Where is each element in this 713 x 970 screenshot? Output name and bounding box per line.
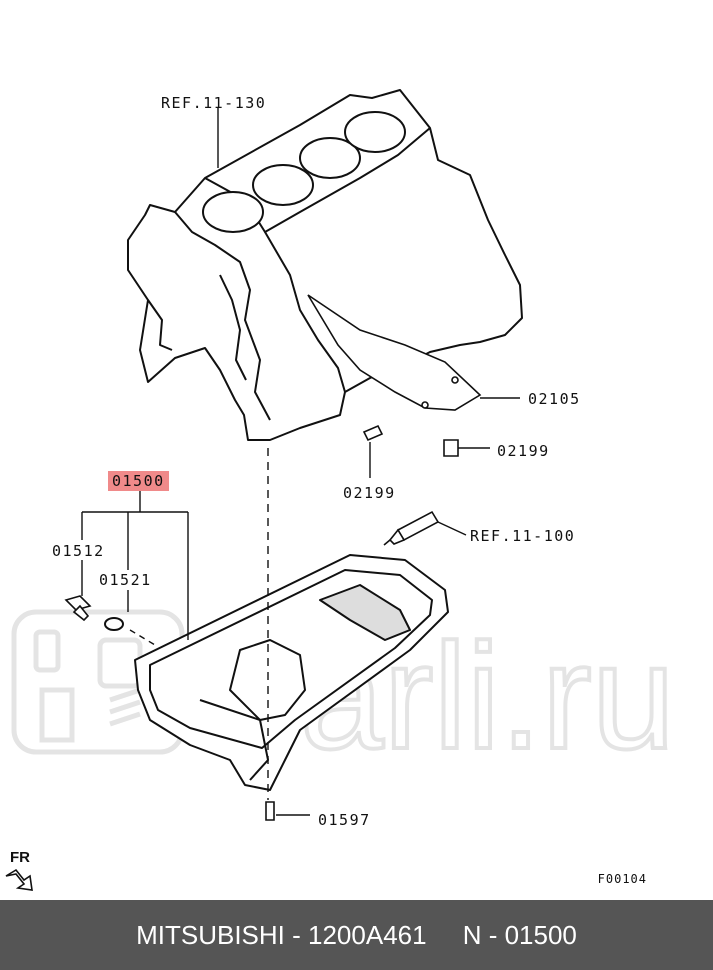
fr-label: FR [10,849,30,866]
part-label-01521[interactable]: 01521 [99,571,152,589]
sealant-tube [383,510,440,546]
footer-part-number: 1200A461 [308,919,427,950]
footer-bar: MITSUBISHI - 1200A461 N - 01500 [0,900,713,970]
footer-sep-1: - [284,919,309,950]
part-label-02199-bottom[interactable]: 02199 [343,484,396,502]
ref-label-sealant: REF.11-100 [470,527,576,545]
part-label-01597[interactable]: 01597 [318,811,371,829]
part-label-01500[interactable]: 01500 [108,471,169,491]
gasket-01521 [104,617,124,631]
footer-position: N - 01500 [462,919,577,950]
drain-plug-01512 [64,595,92,622]
figure-code: F00104 [597,872,647,886]
front-arrow-icon [5,868,33,891]
footer-gap [427,920,463,951]
part-label-01512[interactable]: 01512 [52,542,105,560]
bolt-02199 [265,424,459,821]
footer-brand: MITSUBISHI [136,919,285,950]
leader-lines [81,108,520,816]
ref-label-block: REF.11-130 [161,94,267,112]
oil-pan [134,554,449,791]
part-label-02105[interactable]: 02105 [528,390,581,408]
part-label-02199-right[interactable]: 02199 [497,442,550,460]
gasket-02105 [307,294,482,411]
parts-diagram: Parli.ru [5,89,677,891]
